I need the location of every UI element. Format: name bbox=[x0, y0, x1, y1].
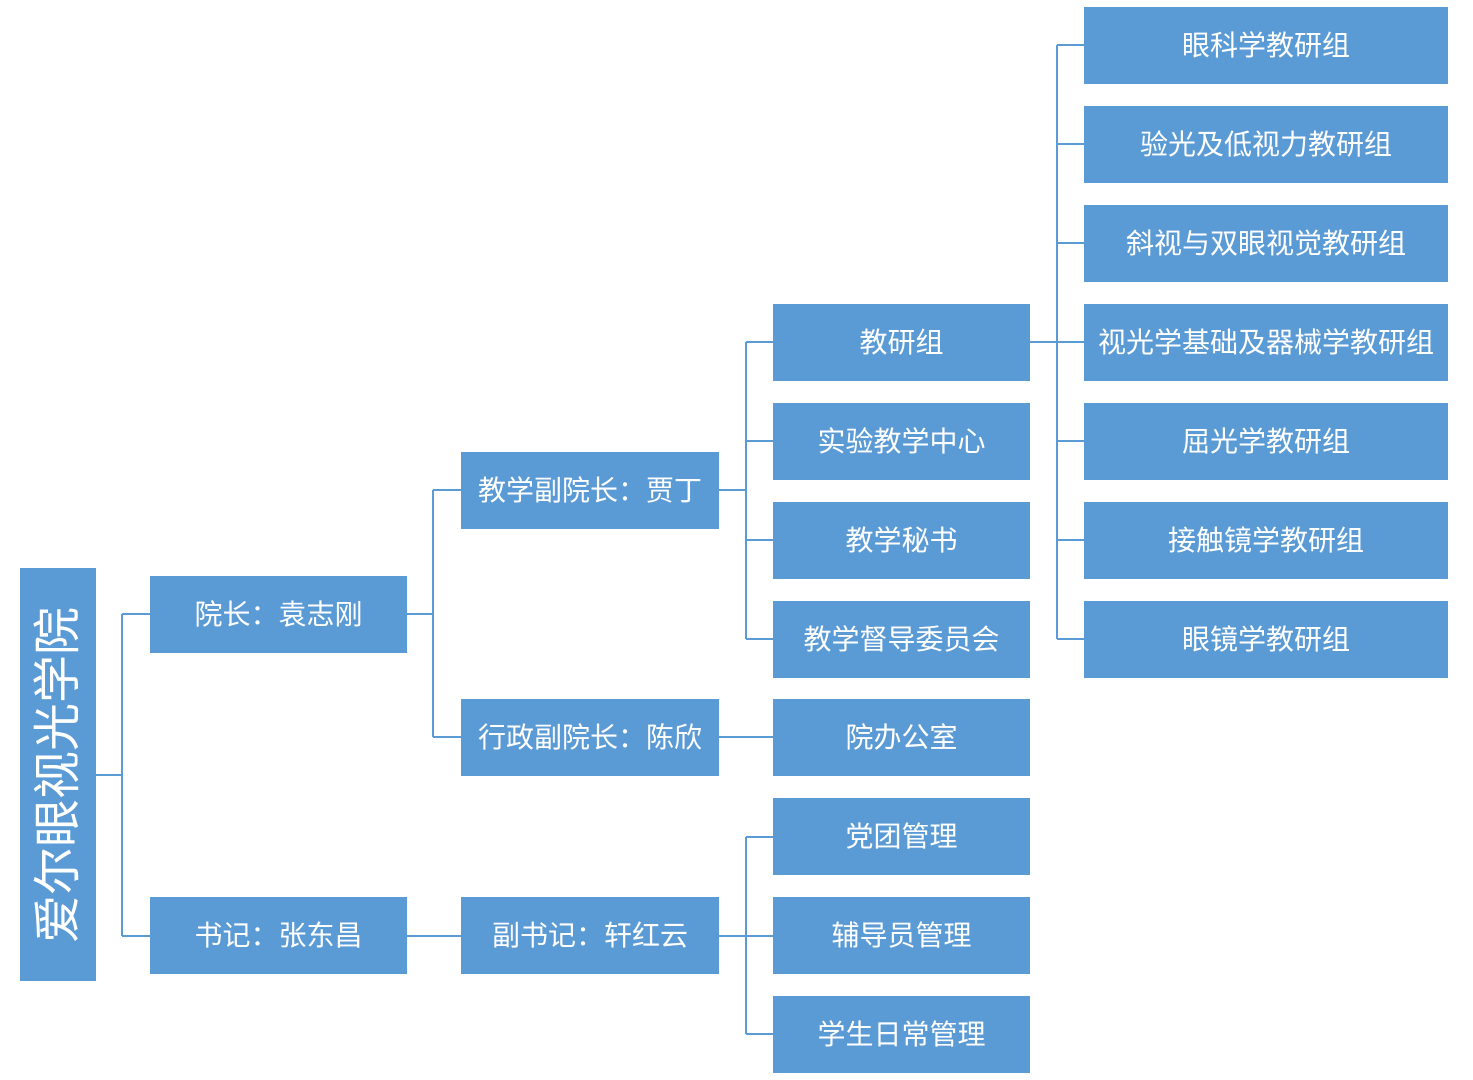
node-admin-vice-dean: 行政副院长：陈欣 bbox=[461, 699, 719, 776]
node-party-management: 党团管理 bbox=[773, 798, 1030, 875]
node-refraction-group: 屈光学教研组 bbox=[1084, 403, 1448, 480]
node-optics-instruments-group: 视光学基础及器械学教研组 bbox=[1084, 304, 1448, 381]
connector-dean bbox=[407, 489, 461, 738]
node-deputy-secretary: 副书记：轩红云 bbox=[461, 897, 719, 974]
node-counselor-management: 辅导员管理 bbox=[773, 897, 1030, 974]
connector-teaching-vice bbox=[719, 341, 773, 640]
node-research-group: 教研组 bbox=[773, 304, 1030, 381]
node-dean: 院长：袁志刚 bbox=[150, 576, 407, 653]
node-contact-lens-group: 接触镜学教研组 bbox=[1084, 502, 1448, 579]
connector-research-group bbox=[1030, 44, 1084, 640]
node-supervision-committee: 教学督导委员会 bbox=[773, 601, 1030, 678]
node-strabismus-binocular-group: 斜视与双眼视觉教研组 bbox=[1084, 205, 1448, 282]
connector-deputy-secretary bbox=[719, 836, 773, 1035]
node-teaching-secretary: 教学秘书 bbox=[773, 502, 1030, 579]
connector-root bbox=[96, 613, 150, 937]
node-teaching-vice-dean: 教学副院长：贾丁 bbox=[461, 452, 719, 529]
root-label: 爱尔眼视光学院 bbox=[30, 606, 87, 943]
root-node-college: 爱尔眼视光学院 bbox=[20, 568, 96, 981]
node-spectacles-group: 眼镜学教研组 bbox=[1084, 601, 1448, 678]
node-lab-center: 实验教学中心 bbox=[773, 403, 1030, 480]
node-secretary: 书记：张东昌 bbox=[150, 897, 407, 974]
node-dean-office: 院办公室 bbox=[773, 699, 1030, 776]
node-optometry-low-vision-group: 验光及低视力教研组 bbox=[1084, 106, 1448, 183]
node-ophthalmology-group: 眼科学教研组 bbox=[1084, 7, 1448, 84]
node-student-management: 学生日常管理 bbox=[773, 996, 1030, 1073]
